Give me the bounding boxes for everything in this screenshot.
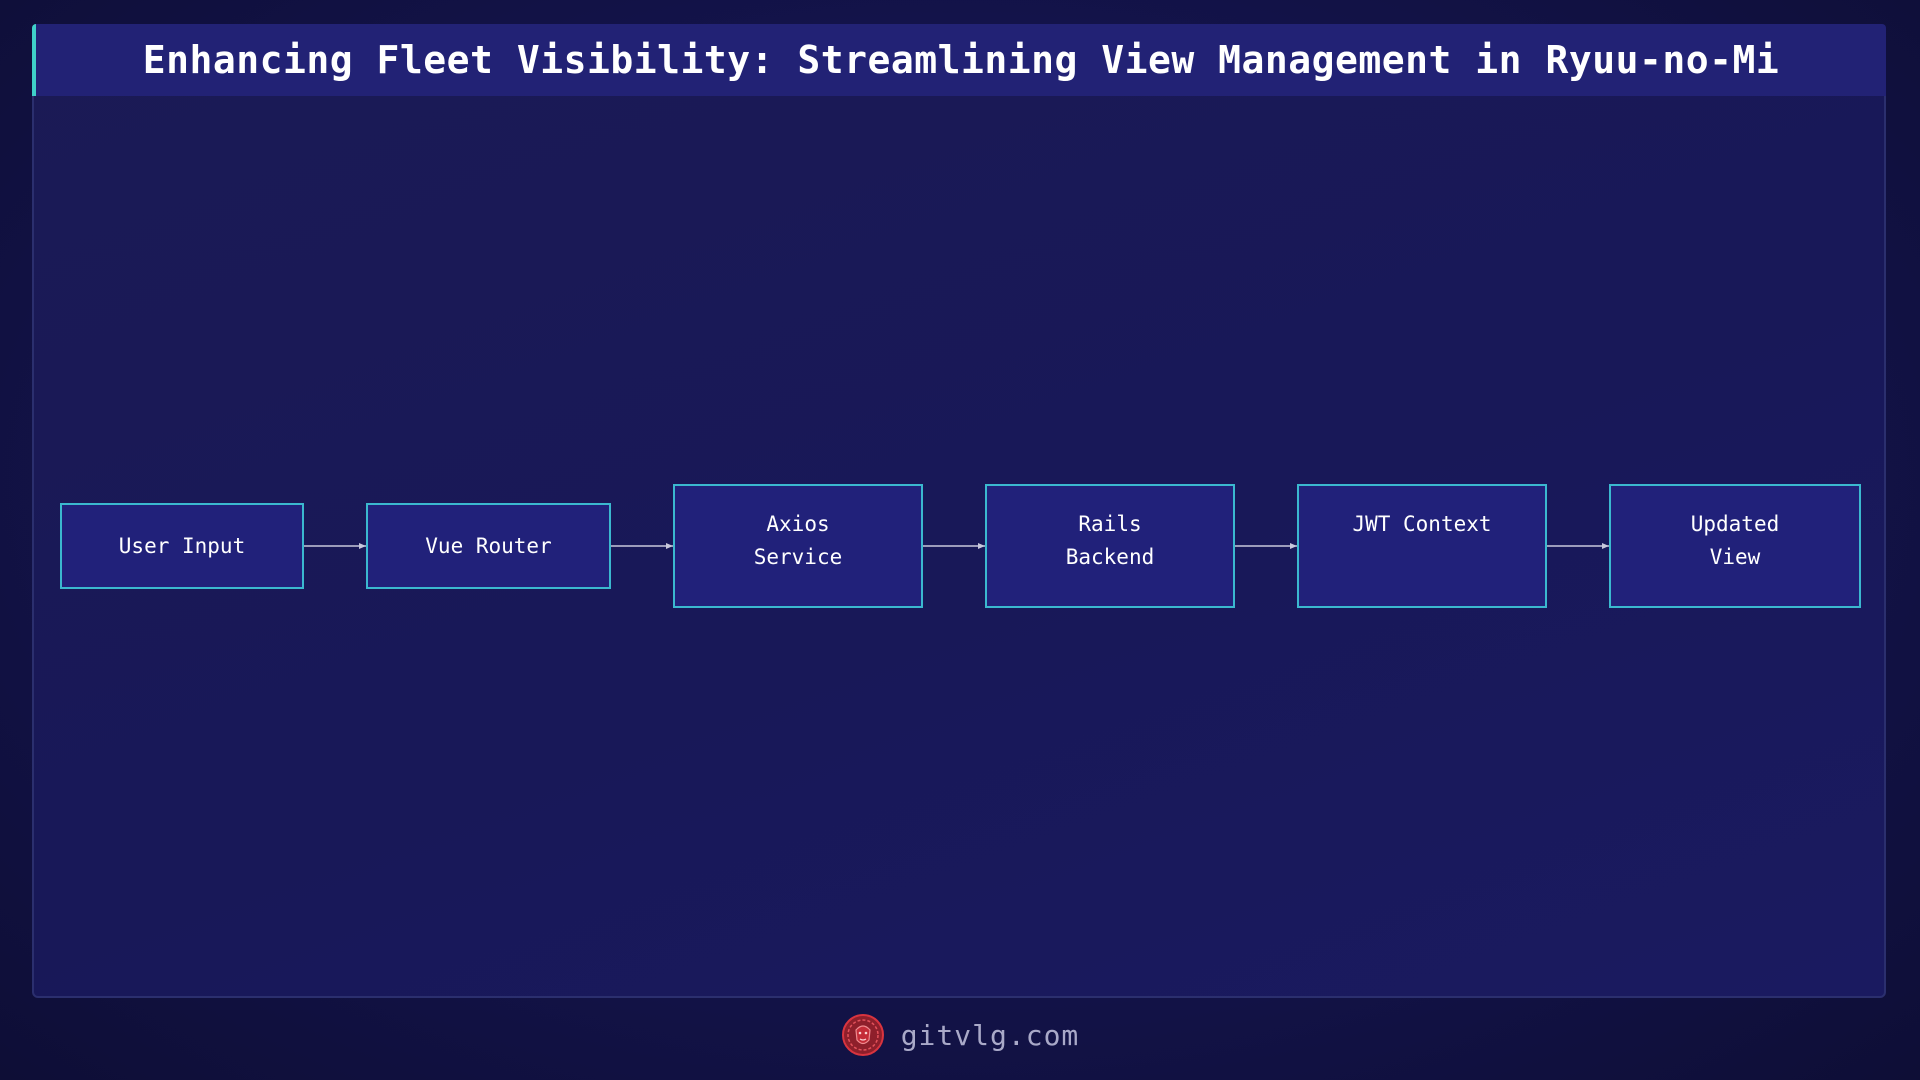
lion-logo-icon xyxy=(841,1014,884,1056)
page-title: Enhancing Fleet Visibility: Streamlining… xyxy=(142,38,1780,82)
node-rails-backend: Rails Backend xyxy=(985,484,1235,608)
node-label: User Input xyxy=(118,533,246,558)
node-label: Updated View xyxy=(1690,512,1780,569)
node-updated-view: Updated View xyxy=(1609,484,1861,608)
node-user-input: User Input xyxy=(60,503,304,589)
diagram-panel xyxy=(32,24,1886,998)
title-bar: Enhancing Fleet Visibility: Streamlining… xyxy=(32,24,1886,96)
node-label: Axios Service xyxy=(753,512,843,569)
node-label: Rails Backend xyxy=(1065,512,1155,569)
node-axios-service: Axios Service xyxy=(673,484,923,608)
footer: gitvlg.com xyxy=(0,1010,1920,1060)
node-label: Vue Router xyxy=(425,533,552,558)
node-label: JWT Context xyxy=(1352,512,1492,536)
node-jwt-context: JWT Context xyxy=(1297,484,1547,608)
node-vue-router: Vue Router xyxy=(366,503,611,589)
footer-site-text: gitvlg.com xyxy=(900,1018,1080,1052)
